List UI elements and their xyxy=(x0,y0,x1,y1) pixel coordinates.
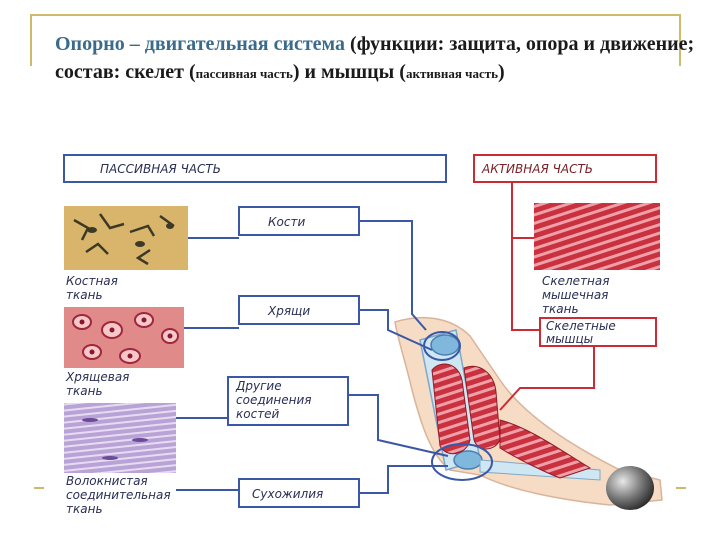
tendons-box: Сухожилия xyxy=(238,478,360,508)
title-functions: (функции: защита, опора и движение; сост… xyxy=(55,33,695,83)
slide-frame-left xyxy=(30,14,32,66)
fibrous-tissue-image xyxy=(64,403,176,473)
bones-box: Кости xyxy=(238,206,360,236)
slide-frame-top xyxy=(30,14,680,16)
tendons-label: Сухожилия xyxy=(252,487,323,501)
slide-frame-right xyxy=(679,14,681,66)
bones-label: Кости xyxy=(268,215,305,229)
slide-tick-right xyxy=(676,487,686,489)
slide-tick-left xyxy=(34,487,44,489)
muscle-tissue-image xyxy=(534,203,660,270)
cartilage-tissue-image xyxy=(64,307,184,368)
active-part-header: АКТИВНАЯ ЧАСТЬ xyxy=(473,154,657,183)
passive-part-header: ПАССИВНАЯ ЧАСТЬ xyxy=(63,154,447,183)
title-muscles: ) и мышцы ( xyxy=(292,61,406,83)
cartilage-label: Хрящи xyxy=(267,304,310,318)
ball xyxy=(606,466,654,510)
active-part-label: АКТИВНАЯ ЧАСТЬ xyxy=(481,162,593,176)
title-passive-note: пассивная часть xyxy=(195,66,293,81)
title-active-note: активная часть xyxy=(405,66,498,81)
cartilage-box: Хрящи xyxy=(238,295,360,325)
passive-connectors xyxy=(176,220,493,494)
title-main: Опорно – двигательная система xyxy=(55,33,346,55)
active-connectors xyxy=(499,182,595,411)
passive-part-label: ПАССИВНАЯ ЧАСТЬ xyxy=(100,162,221,176)
bone-tissue-image xyxy=(64,206,188,270)
arm-illustration xyxy=(394,316,663,510)
slide-title: Опорно – двигательная система (функции: … xyxy=(55,30,715,88)
title-close: ) xyxy=(497,61,505,83)
